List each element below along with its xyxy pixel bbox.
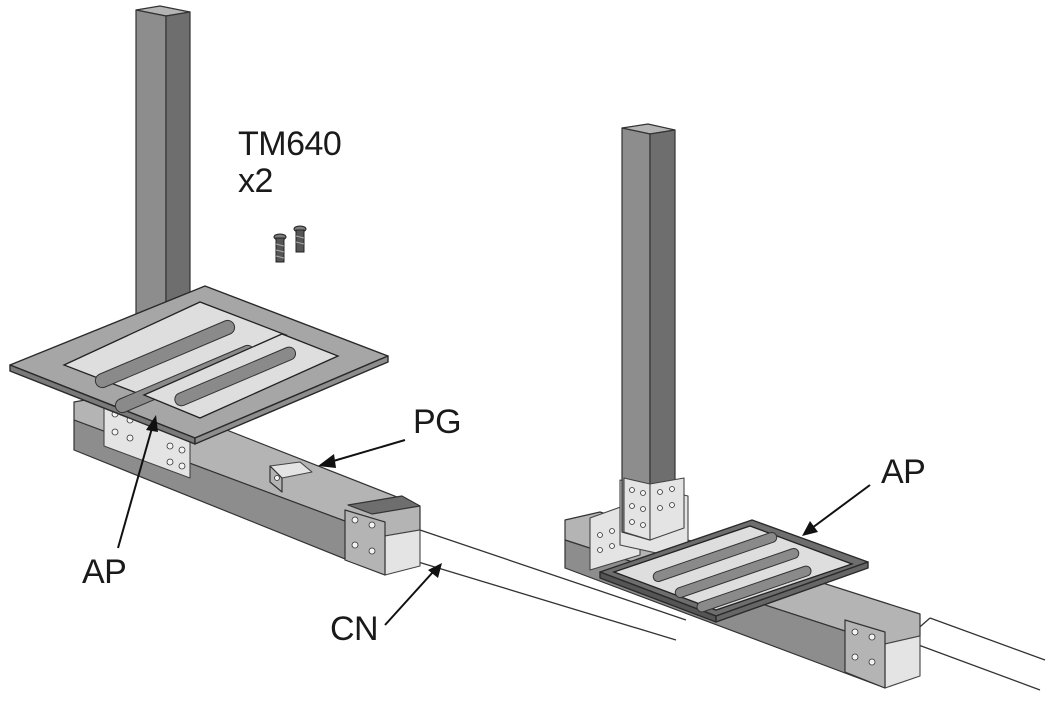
screw-icon: [273, 225, 307, 263]
left-bracket: [103, 401, 191, 479]
arrow-ap-left: [117, 415, 158, 549]
right-rail: [904, 617, 1046, 691]
adhesive-pad: [612, 525, 854, 613]
pg-label: PG: [413, 403, 462, 441]
arrow-cn: [384, 563, 442, 626]
right-plate: [599, 519, 869, 623]
arrow-pg: [318, 439, 406, 468]
left-post: [135, 5, 191, 326]
right-post: [621, 123, 685, 541]
quantity-label: x2: [238, 162, 273, 200]
cn-label: CN: [330, 610, 379, 648]
left-plate: [9, 285, 389, 445]
arrow-ap-right: [802, 484, 871, 536]
ap-left-label: AP: [82, 553, 127, 591]
ap-right-label: AP: [881, 453, 926, 491]
adhesive-pad: [142, 333, 340, 419]
part-code-label: TM640: [238, 125, 342, 163]
